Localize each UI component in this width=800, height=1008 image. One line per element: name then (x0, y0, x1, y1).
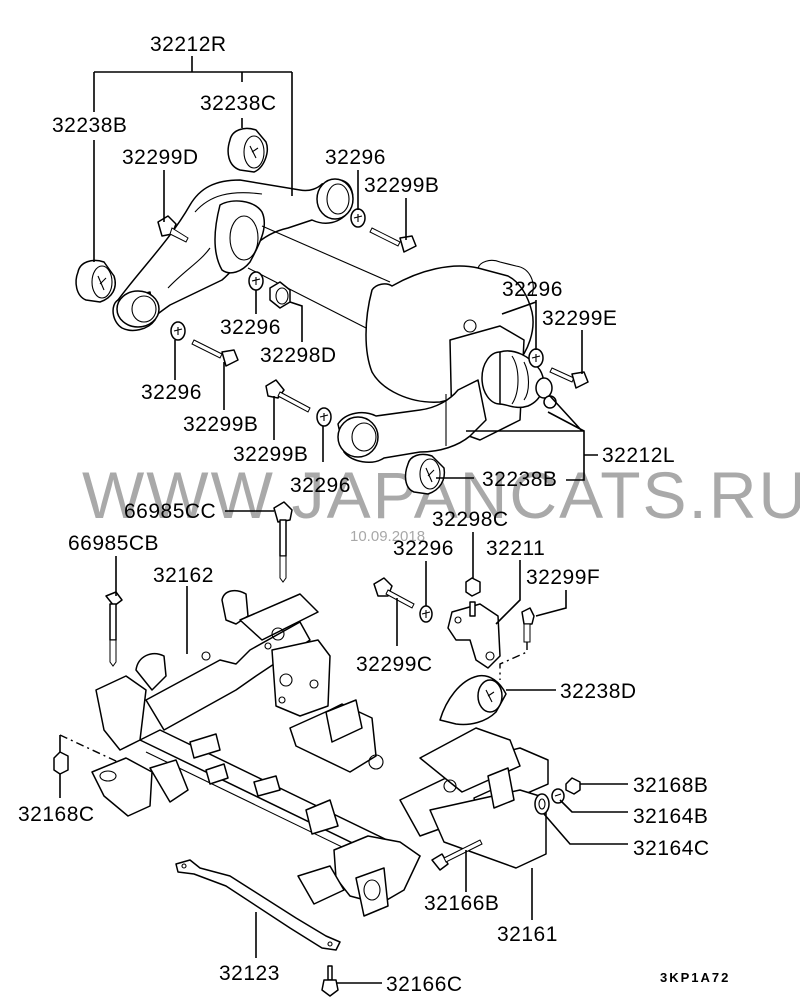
nut-32168B (565, 777, 581, 795)
washer-32164B (551, 788, 565, 804)
bolt-32299B-b (191, 339, 239, 367)
label-32162: 32162 (153, 564, 214, 587)
label-32298D: 32298D (260, 344, 337, 367)
nut-32298C (465, 577, 481, 597)
bushing-32238B-top (75, 259, 116, 303)
label-66985CB: 66985CB (68, 532, 159, 555)
bolt-32299E (549, 367, 589, 389)
watermark-date: 10.09.2018 (350, 528, 425, 545)
bracket-32211 (447, 601, 501, 669)
label-32168B: 32168B (633, 774, 708, 797)
stay-32123 (175, 859, 341, 951)
label-32296-f: 32296 (393, 537, 454, 560)
bushing-32238C (227, 127, 268, 173)
label-32296-b: 32296 (502, 278, 563, 301)
label-32238B-bot: 32238B (482, 468, 557, 491)
arm-32212L (337, 379, 487, 464)
label-32299B-c: 32299B (233, 443, 308, 466)
bolt-66985CC (273, 501, 293, 583)
label-32161: 32161 (497, 923, 558, 946)
label-32299C: 32299C (356, 653, 433, 676)
insulator-32238D (439, 674, 507, 726)
bolt-32299D (157, 215, 189, 243)
label-32299E: 32299E (542, 307, 617, 330)
label-32299B-a: 32299B (364, 174, 439, 197)
label-32238D: 32238D (560, 680, 637, 703)
bolt-32166B (431, 839, 483, 871)
label-32296-d: 32296 (141, 381, 202, 404)
bolt-66985CB (105, 591, 123, 667)
label-32238B-top: 32238B (52, 114, 127, 137)
drawing-code: 3KP1A72 (660, 970, 730, 985)
bushing-32238B-bottom (404, 453, 446, 495)
label-32299D: 32299D (122, 146, 199, 169)
label-32164C: 32164C (633, 837, 710, 860)
leader-lines (59, 56, 628, 984)
bolt-32299C (373, 577, 415, 609)
label-32296-c: 32296 (220, 316, 281, 339)
label-32168C: 32168C (18, 803, 95, 826)
nut-32168C (53, 751, 69, 775)
bolt-32299B-c (265, 379, 311, 413)
bolt-32299B-a (369, 227, 417, 253)
label-32299F: 32299F (526, 566, 600, 589)
label-32212R: 32212R (150, 33, 227, 56)
washer-32296-d (170, 321, 186, 341)
bolt-32166C (321, 965, 339, 997)
washer-32164C (534, 793, 550, 815)
washer-32296-c (248, 271, 264, 291)
washer-32296-b (528, 348, 544, 368)
arm-32212R (112, 178, 391, 332)
washer-32296-a (350, 208, 366, 228)
label-32166B: 32166B (424, 892, 499, 915)
label-32296-e: 32296 (290, 474, 351, 497)
crossmember-32161 (91, 589, 549, 917)
nut-32298D (269, 281, 291, 309)
label-32164B: 32164B (633, 805, 708, 828)
label-32296-a: 32296 (325, 146, 386, 169)
washer-32296-f (419, 605, 433, 623)
label-32298C: 32298C (432, 508, 509, 531)
label-32123: 32123 (219, 962, 280, 985)
label-32211: 32211 (486, 537, 545, 560)
label-32212L: 32212L (602, 444, 675, 467)
bolt-32299F (521, 607, 535, 643)
part-labels: 32212R 32238C 32238B 32299D 32296 32299B… (18, 33, 730, 996)
label-32238C: 32238C (200, 92, 277, 115)
label-66985CC: 66985CC (124, 500, 216, 523)
label-32166C: 32166C (386, 973, 463, 996)
label-32299B-b: 32299B (183, 413, 258, 436)
washer-32296-e (316, 407, 332, 427)
